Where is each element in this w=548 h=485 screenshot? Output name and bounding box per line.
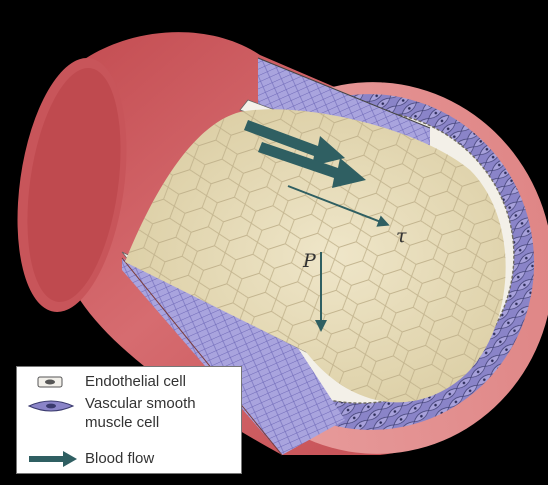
legend-label-blood-flow: Blood flow — [85, 449, 154, 468]
pressure-label: P — [302, 250, 317, 272]
shear-stress-label: τ — [396, 225, 407, 247]
legend-label-smooth-muscle-2: muscle cell — [85, 413, 159, 432]
blood-flow-arrow-icon — [27, 451, 79, 467]
legend-label-smooth-muscle-1: Vascular smooth — [85, 394, 196, 413]
endothelial-cell-icon — [37, 375, 63, 389]
smooth-muscle-cell-icon — [27, 398, 75, 414]
legend: Endothelial cell Vascular smooth muscle … — [16, 366, 242, 474]
legend-label-endothelial: Endothelial cell — [85, 372, 186, 391]
